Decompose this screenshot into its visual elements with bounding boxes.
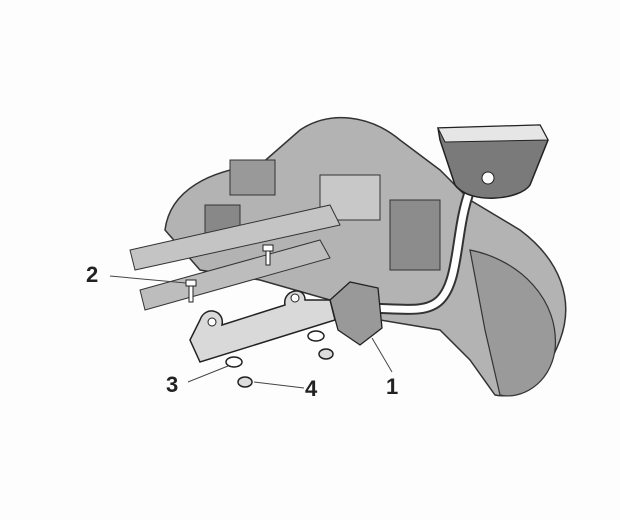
rack-top-mount <box>437 124 549 199</box>
mount-hole <box>481 171 495 185</box>
washer <box>307 330 325 342</box>
leader-line-1 <box>371 337 393 373</box>
leader-line-3 <box>187 365 229 383</box>
frame-block <box>389 199 441 271</box>
frame-block <box>229 159 276 196</box>
mudguard <box>469 249 556 397</box>
bracket-plate <box>189 290 336 363</box>
callout-1: 1 <box>386 374 399 399</box>
callout-2: 2 <box>86 262 99 287</box>
bolt <box>262 244 274 266</box>
leader-line-4 <box>253 381 305 389</box>
frame-tube <box>129 204 341 271</box>
frame-tube <box>139 239 331 311</box>
nut <box>237 376 253 388</box>
turn-indicator <box>329 281 383 346</box>
callout-4: 4 <box>305 376 318 401</box>
leader-line-2 <box>109 275 187 284</box>
nut <box>318 348 334 360</box>
callout-3: 3 <box>166 372 179 397</box>
washer <box>225 356 243 368</box>
